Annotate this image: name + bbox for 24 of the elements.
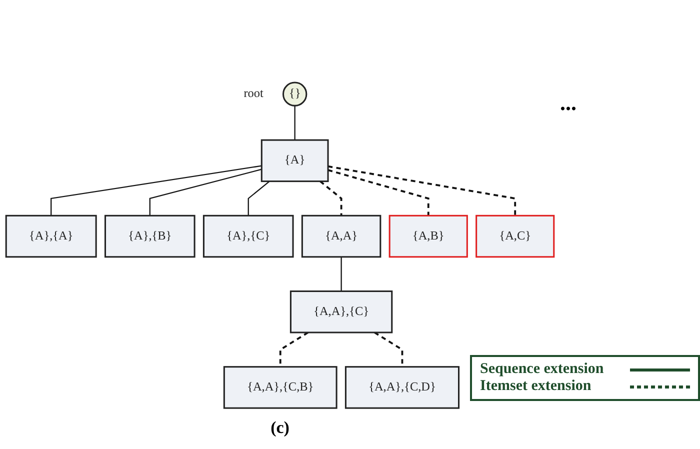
ellipsis-text: ... [560,90,576,116]
node-box: {A},{B} [104,214,196,258]
figure-caption: (c) [270,418,290,438]
connector [340,256,342,292]
node-box: {A},{C} [202,214,294,258]
connector [294,106,296,140]
node-box: {A,A} [301,214,382,258]
node-box: {A,A},{C,B} [223,366,338,409]
node-box: {A,A},{C} [290,290,393,334]
connector [328,165,516,216]
connector [149,168,262,216]
connector [50,165,262,216]
node-box: {A},{A} [5,214,97,258]
connector [328,169,430,216]
node-box: {A,C} [476,214,555,258]
connector [248,180,270,216]
node-box: {A,A},{C,D} [344,366,460,409]
node-box: {A,B} [388,214,468,258]
node-circle: {} [282,82,308,106]
node-box: {A} [260,139,329,182]
legend-text: Sequence extension [480,361,605,378]
node-label: root [244,87,264,100]
connector [320,180,342,216]
legend-text: Itemset extension [480,378,592,395]
